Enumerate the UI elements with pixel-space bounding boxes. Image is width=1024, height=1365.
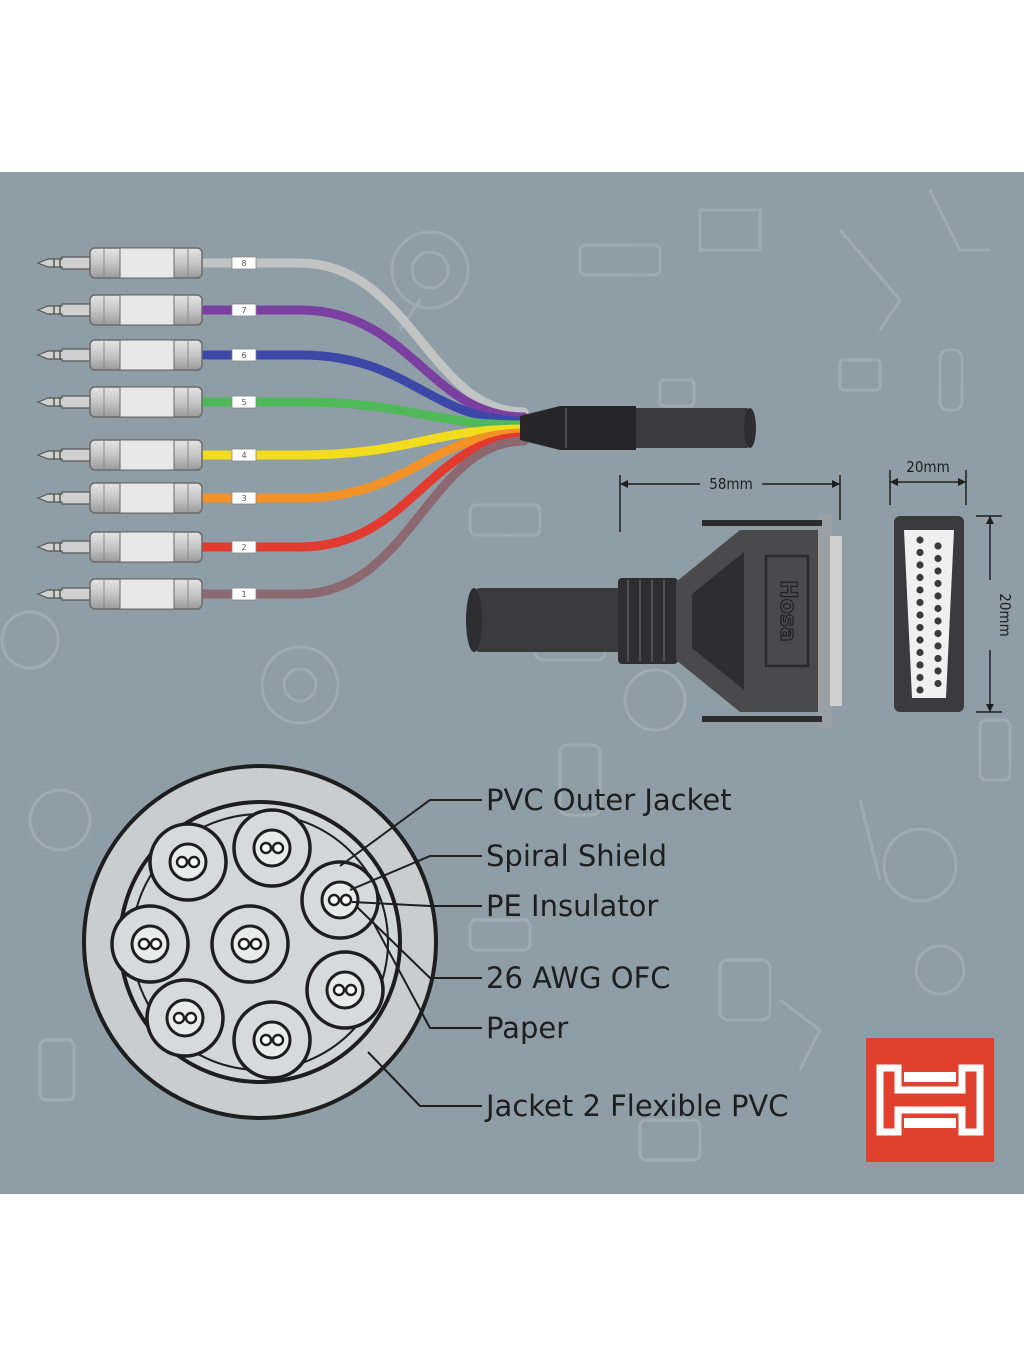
label-26-awg-ofc: 26 AWG OFC: [486, 961, 671, 995]
channel-number-7: 7: [241, 306, 246, 315]
wire-7: [193, 305, 529, 422]
channel-number-1: 1: [241, 590, 246, 599]
label-spiral-shield: Spiral Shield: [486, 839, 667, 873]
channel-number-5: 5: [241, 398, 246, 407]
cable-cross-section: [82, 764, 438, 1120]
plug-7: [36, 294, 257, 326]
background-pattern: [0, 189, 1012, 1162]
channel-number-8: 8: [241, 259, 246, 268]
core-3: [300, 860, 380, 940]
plug-5: [36, 386, 257, 418]
plug-2: [36, 531, 257, 563]
plug-1: [36, 578, 257, 610]
wire-group: [193, 258, 529, 599]
wire-8: [193, 258, 529, 417]
db25-connector-front: [894, 516, 964, 712]
core-1: [148, 822, 228, 902]
dimension-height: 20mm: [996, 593, 1014, 636]
label-pe-insulator: PE Insulator: [486, 889, 658, 923]
leader-lines: [339, 799, 482, 1107]
wire-5: [193, 397, 529, 430]
core-4: [110, 904, 190, 984]
core-6: [305, 950, 385, 1030]
wire-4: [193, 424, 529, 460]
dimension-lines: [619, 470, 1002, 713]
core-7: [145, 978, 225, 1058]
plug-4: [36, 439, 257, 471]
core-5: [210, 904, 290, 984]
channel-number-6: 6: [241, 351, 246, 360]
db25-connector-side: Hosa: [466, 514, 842, 728]
dimension-length: 58mm: [709, 475, 752, 493]
label-paper: Paper: [486, 1011, 568, 1045]
dimension-width: 20mm: [906, 458, 949, 476]
plug-8: [36, 247, 257, 279]
main-cable: [520, 406, 756, 450]
plug-3: [36, 482, 257, 514]
wire-2: [193, 432, 529, 552]
label-jacket-2-flexible-pvc: Jacket 2 Flexible PVC: [484, 1089, 789, 1123]
channel-number-3: 3: [241, 494, 246, 503]
wire-3: [193, 428, 529, 503]
channel-number-4: 4: [241, 451, 246, 460]
wire-1: [193, 436, 529, 599]
hosa-logo-icon: [866, 1038, 994, 1162]
plug-6: [36, 339, 257, 371]
channel-number-2: 2: [241, 543, 246, 552]
core-8: [232, 1000, 312, 1080]
label-pvc-outer-jacket: PVC Outer Jacket: [486, 783, 732, 817]
core-2: [232, 808, 312, 888]
plug-group: 8 7 6 5 4 3 2 1: [36, 247, 257, 610]
wire-6: [193, 350, 529, 426]
connector-brand: Hosa: [775, 580, 800, 641]
